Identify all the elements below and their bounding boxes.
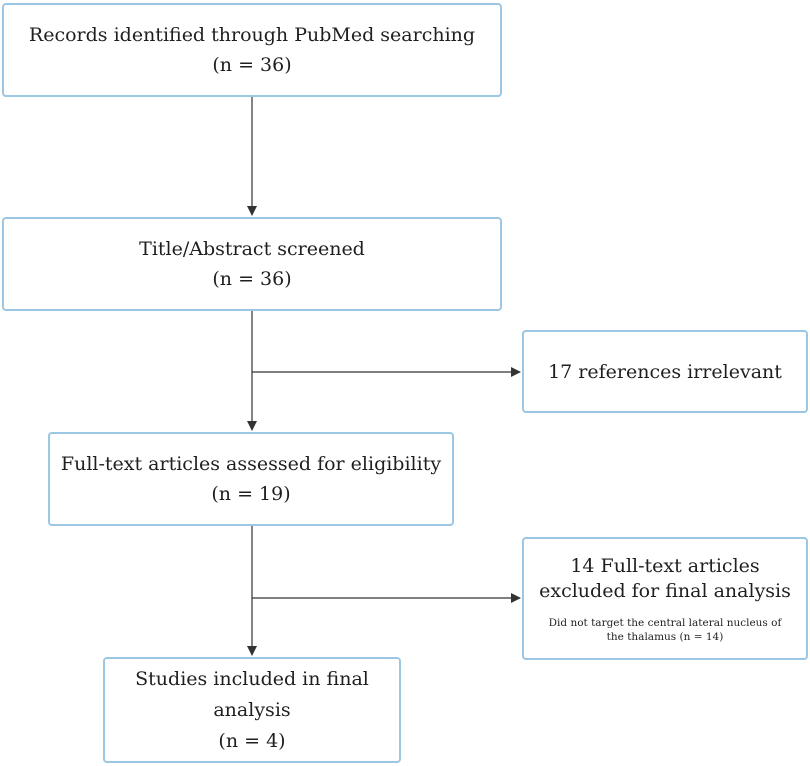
- title-abstract-screened-box: Title/Abstract screened (n = 36): [2, 217, 502, 311]
- irrelevant-label: 17 references irrelevant: [548, 360, 782, 383]
- studies-included-box: Studies included in final analysis (n = …: [103, 657, 401, 763]
- fulltext-label: Full-text articles assessed for eligibil…: [60, 453, 442, 475]
- excluded-reason-line-1: Did not target the central lateral nucle…: [548, 616, 782, 629]
- irrelevant-references-box: 17 references irrelevant: [522, 330, 808, 413]
- fulltext-count: (n = 19): [211, 483, 291, 505]
- included-count: (n = 4): [218, 729, 286, 752]
- excluded-label-line-1: 14 Full-text articles: [570, 554, 760, 577]
- screened-count: (n = 36): [212, 268, 292, 290]
- excluded-reason: Did not target the central lateral nucle…: [549, 616, 782, 644]
- records-identified-count: (n = 36): [212, 54, 292, 76]
- included-label-line-1: Studies included in final: [135, 667, 369, 690]
- included-label-line-2: analysis: [213, 698, 291, 721]
- fulltext-assessed-box: Full-text articles assessed for eligibil…: [48, 432, 454, 526]
- excluded-reason-line-2: the thalamus (n = 14): [606, 630, 724, 643]
- excluded-label-line-2: excluded for final analysis: [539, 579, 791, 602]
- records-identified-label: Records identified through PubMed search…: [28, 24, 476, 46]
- records-identified-box: Records identified through PubMed search…: [2, 3, 502, 97]
- screened-label: Title/Abstract screened: [139, 238, 365, 260]
- fulltext-excluded-box: 14 Full-text articles excluded for final…: [522, 537, 808, 660]
